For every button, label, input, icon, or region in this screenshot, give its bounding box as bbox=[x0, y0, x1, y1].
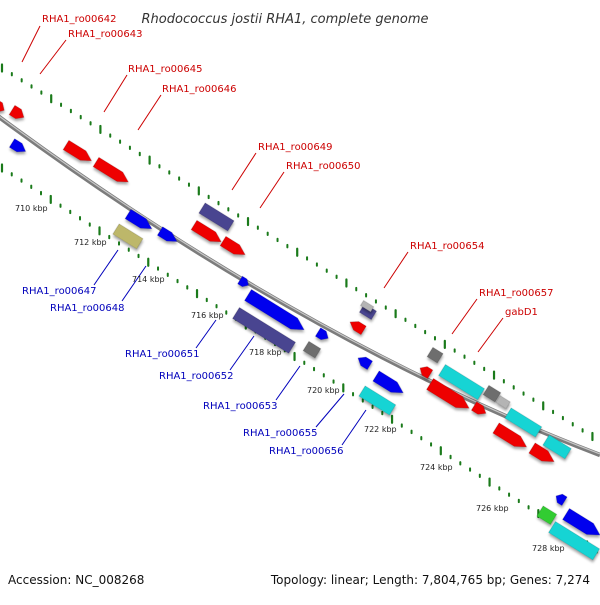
scale-label-720: 720 kbp bbox=[307, 386, 340, 395]
gene-ro00652[interactable] bbox=[232, 307, 296, 354]
scale-label-712: 712 kbp bbox=[74, 238, 107, 247]
gene-ro00645[interactable] bbox=[62, 139, 94, 165]
gene-small-blue-3[interactable] bbox=[314, 327, 330, 343]
gene-label-ro00653[interactable]: RHA1_ro00653 bbox=[203, 401, 278, 412]
gene-small-blue-5[interactable] bbox=[553, 492, 568, 506]
leader-line-ro00645 bbox=[103, 74, 128, 113]
gene-ro00650a[interactable] bbox=[190, 219, 224, 246]
gene-ro00643[interactable] bbox=[8, 104, 27, 122]
gene-ro00651[interactable] bbox=[244, 289, 308, 335]
gene-green[interactable] bbox=[536, 505, 558, 525]
leader-line-ro00647 bbox=[93, 249, 119, 286]
gene-cyan-2[interactable] bbox=[504, 407, 543, 438]
leader-line-gabD1 bbox=[477, 317, 504, 353]
gene-red-small-2[interactable] bbox=[470, 401, 488, 418]
label-leader-lines bbox=[21, 25, 504, 446]
gene-label-ro00651[interactable]: RHA1_ro00651 bbox=[125, 349, 200, 360]
gene-cyan-end[interactable] bbox=[548, 521, 600, 561]
gene-red-large[interactable] bbox=[426, 378, 473, 413]
gene-small-blue-1[interactable] bbox=[8, 138, 28, 156]
gene-gabD1[interactable] bbox=[438, 364, 485, 401]
gene-label-ro00645[interactable]: RHA1_ro00645 bbox=[128, 64, 203, 75]
gene-ro00648[interactable] bbox=[156, 226, 179, 246]
leader-line-ro00654 bbox=[383, 251, 409, 289]
gene-ro00655[interactable] bbox=[372, 370, 407, 398]
leader-line-ro00656 bbox=[341, 409, 367, 446]
gene-ro00647[interactable] bbox=[112, 223, 144, 250]
leader-line-ro00651 bbox=[195, 319, 217, 349]
scale-label-718: 718 kbp bbox=[249, 348, 282, 357]
gene-label-ro00655[interactable]: RHA1_ro00655 bbox=[243, 428, 318, 439]
gene-ro00649[interactable] bbox=[198, 202, 235, 232]
map-title: Rhodococcus jostii RHA1, complete genome bbox=[142, 12, 429, 27]
gene-label-ro00648[interactable]: RHA1_ro00648 bbox=[50, 303, 125, 314]
leader-line-ro00657 bbox=[451, 298, 478, 335]
leader-line-ro00646 bbox=[137, 94, 162, 131]
gene-label-gabD1[interactable]: gabD1 bbox=[505, 307, 538, 318]
gene-label-ro00647[interactable]: RHA1_ro00647 bbox=[22, 286, 97, 297]
gene-ro00654-gray[interactable] bbox=[360, 300, 375, 313]
gene-ro00646[interactable] bbox=[92, 156, 131, 186]
leader-line-ro00653 bbox=[275, 365, 301, 401]
gene-features bbox=[0, 98, 600, 561]
gene-red-rev-1[interactable] bbox=[417, 364, 434, 379]
topology-text: Topology: linear; Length: 7,804,765 bp; … bbox=[270, 573, 590, 587]
leader-line-ro00648 bbox=[121, 265, 147, 302]
leader-line-ro00642 bbox=[21, 25, 41, 63]
gene-ro00656[interactable] bbox=[358, 385, 397, 416]
scale-label-728: 728 kbp bbox=[532, 544, 565, 553]
gene-label-ro00652[interactable]: RHA1_ro00652 bbox=[159, 371, 234, 382]
gene-ro00650[interactable] bbox=[219, 235, 248, 259]
gene-small-blue-2[interactable] bbox=[237, 275, 251, 289]
gene-label-ro00654[interactable]: RHA1_ro00654 bbox=[410, 241, 485, 252]
gene-label-ro00649[interactable]: RHA1_ro00649 bbox=[258, 142, 333, 153]
gene-label-ro00642[interactable]: RHA1_ro00642 bbox=[42, 14, 117, 25]
scale-label-714: 714 kbp bbox=[132, 275, 165, 284]
gene-ro00657[interactable] bbox=[426, 346, 444, 364]
leader-line-ro00650 bbox=[259, 171, 285, 209]
gene-ro00642[interactable] bbox=[0, 98, 7, 115]
accession-text: Accession: NC_008268 bbox=[8, 573, 145, 587]
gene-label-ro00657[interactable]: RHA1_ro00657 bbox=[479, 288, 554, 299]
leader-line-ro00649 bbox=[231, 152, 257, 191]
gene-label-ro00656[interactable]: RHA1_ro00656 bbox=[269, 446, 344, 457]
gene-ro00647-arrow[interactable] bbox=[124, 208, 155, 233]
gene-red-4[interactable] bbox=[528, 442, 557, 467]
gene-ro00654[interactable] bbox=[347, 318, 367, 336]
scale-label-716: 716 kbp bbox=[191, 311, 224, 320]
leader-line-ro00655 bbox=[315, 393, 345, 428]
leader-line-ro00643 bbox=[39, 39, 67, 75]
gene-ro00653[interactable] bbox=[302, 340, 322, 359]
gene-label-ro00650[interactable]: RHA1_ro00650 bbox=[286, 161, 361, 172]
gene-cyan-3[interactable] bbox=[542, 434, 572, 460]
scale-label-726: 726 kbp bbox=[476, 504, 509, 513]
scale-label-724: 724 kbp bbox=[420, 463, 453, 472]
scale-label-710: 710 kbp bbox=[15, 204, 48, 213]
scale-label-722: 722 kbp bbox=[364, 425, 397, 434]
gene-label-ro00643[interactable]: RHA1_ro00643 bbox=[68, 29, 143, 40]
leader-line-ro00652 bbox=[229, 335, 255, 371]
gene-gray-2[interactable] bbox=[482, 384, 502, 403]
gene-label-ro00646[interactable]: RHA1_ro00646 bbox=[162, 84, 237, 95]
gene-red-3[interactable] bbox=[492, 422, 530, 452]
gene-lightgray-2[interactable] bbox=[495, 395, 511, 410]
gene-small-blue-4[interactable] bbox=[355, 354, 373, 371]
gene-blue-end[interactable] bbox=[562, 508, 600, 540]
